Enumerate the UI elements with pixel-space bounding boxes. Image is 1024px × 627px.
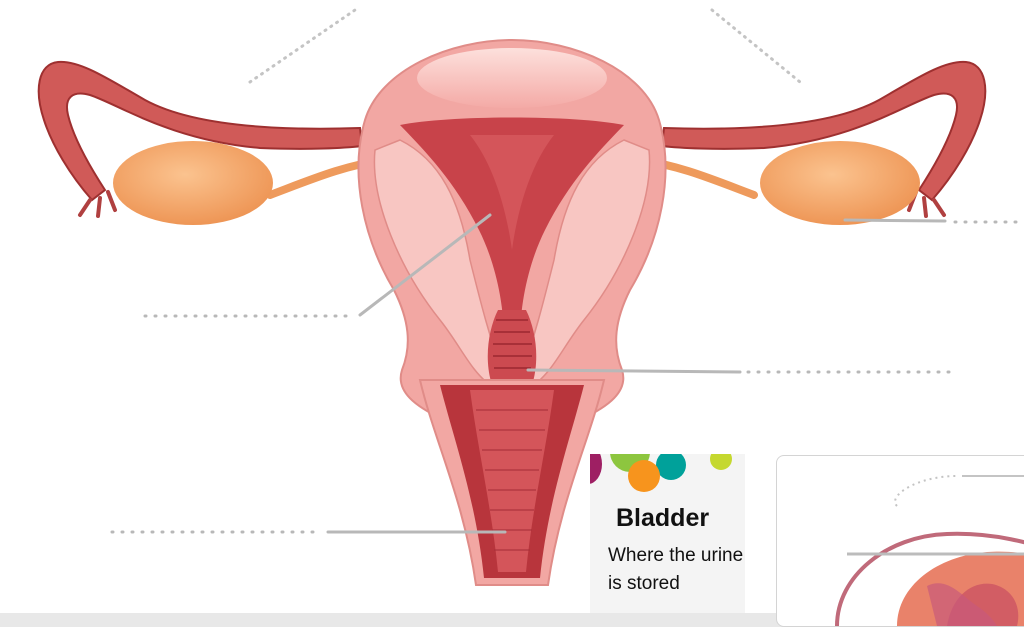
decor-circle-orange: [628, 460, 660, 492]
card-title: Bladder: [616, 504, 709, 533]
leader-line-ovary: [845, 220, 945, 221]
decor-circle-magenta: [590, 454, 602, 484]
bladder-illustration-panel: [776, 455, 1024, 627]
ovary-left: [113, 141, 273, 225]
decor-circle-lime: [710, 454, 732, 470]
decor-circle-teal: [656, 454, 686, 480]
cervix: [488, 310, 537, 385]
slide: Bladder Where the urine (wee) is stored: [0, 0, 1024, 613]
card-description: Where the urine (wee) is stored: [608, 542, 745, 598]
leader-line-cervix: [528, 370, 740, 372]
ovary-right: [760, 141, 920, 225]
bladder-illustration: [777, 456, 1024, 626]
vagina: [420, 380, 604, 585]
bladder-info-card: Bladder Where the urine (wee) is stored: [590, 454, 745, 613]
